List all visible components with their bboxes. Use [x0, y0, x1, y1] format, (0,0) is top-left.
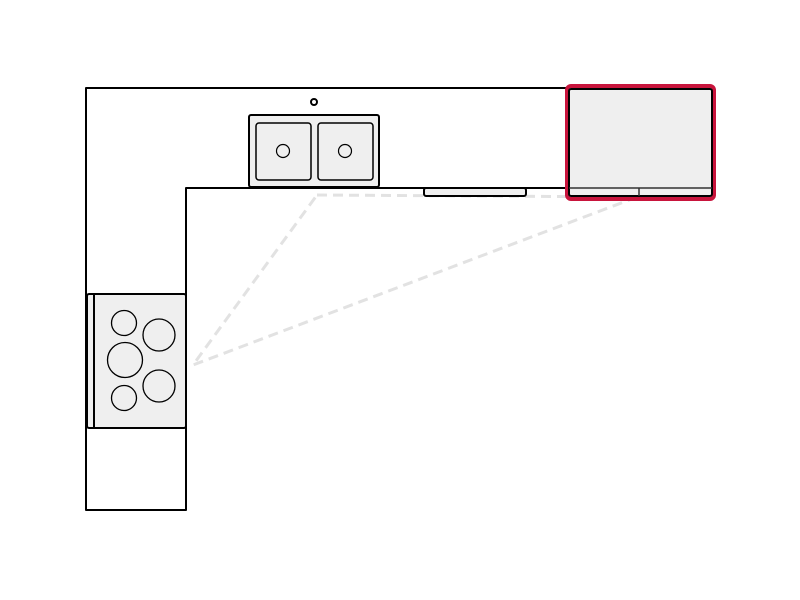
- burner-icon: [110, 309, 138, 337]
- refrigerator-body: [568, 88, 713, 197]
- faucet-icon: [310, 98, 318, 106]
- cooktop[interactable]: [86, 293, 187, 429]
- sink-basin: [317, 122, 374, 181]
- sink[interactable]: [248, 98, 380, 188]
- burner-icon: [142, 369, 176, 403]
- drain-icon: [275, 143, 291, 159]
- refrigerator[interactable]: [565, 84, 716, 201]
- burner-icon: [110, 384, 138, 412]
- work-triangle: [191, 193, 639, 367]
- sink-basin: [255, 122, 312, 181]
- burner-icon: [142, 318, 176, 352]
- drain-icon: [337, 143, 353, 159]
- burner-icon: [106, 341, 144, 379]
- selection-highlight: [565, 84, 716, 201]
- dishwasher[interactable]: [423, 187, 527, 197]
- cooktop-body: [86, 293, 187, 429]
